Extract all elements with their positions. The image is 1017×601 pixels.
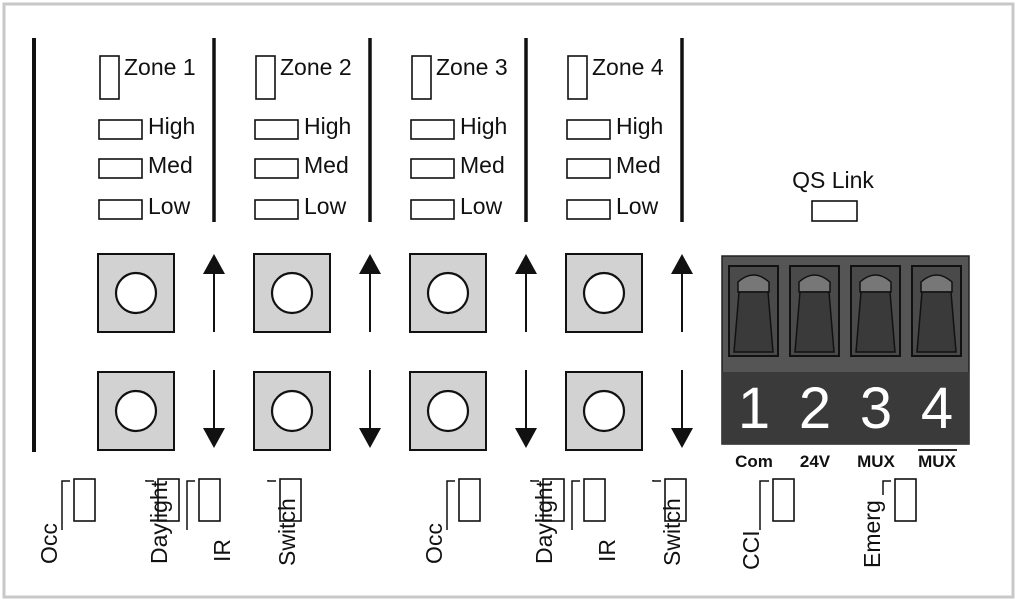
emerg-port: [894, 478, 917, 522]
sensor-label: Occ: [421, 523, 447, 564]
level-label: Low: [304, 193, 347, 219]
down-arrow-icon: [671, 428, 693, 448]
emerg-connector: Emerg: [859, 478, 917, 568]
zone-title: Zone 1: [124, 54, 196, 80]
sensor-label: Switch: [274, 498, 300, 566]
level-led: [98, 199, 143, 220]
level-label: Med: [460, 152, 505, 178]
terminal-base: [722, 372, 969, 444]
zone-indicator-led: [99, 55, 120, 100]
zone-indicator-led: [255, 55, 276, 100]
up-arrow-icon: [515, 254, 537, 274]
sensor-label: IR: [209, 539, 235, 562]
zone-indicator-led: [411, 55, 432, 100]
zone-indicator-led: [567, 55, 588, 100]
level-led: [254, 199, 299, 220]
emerg-label: Emerg: [859, 500, 885, 568]
terminal-labels: Com 24V MUX MUX: [735, 449, 957, 471]
terminal-label: 24V: [800, 452, 831, 471]
level-label: High: [460, 113, 507, 139]
level-label: Med: [148, 152, 193, 178]
terminal-screws: [728, 265, 962, 357]
level-label: Med: [304, 152, 349, 178]
zone-title: Zone 3: [436, 54, 508, 80]
level-label: High: [148, 113, 195, 139]
level-led: [98, 119, 143, 140]
level-led: [566, 119, 611, 140]
sensor-label: IR: [594, 539, 620, 562]
up-arrow-icon: [359, 254, 381, 274]
sensor-port: [198, 478, 221, 522]
sensor-label: Occ: [36, 523, 62, 564]
cci-label: CCI: [738, 530, 764, 570]
sensor-port: [542, 478, 565, 522]
zone-4-raise-button[interactable]: [565, 253, 643, 333]
down-arrow-icon: [359, 428, 381, 448]
level-label: Low: [148, 193, 191, 219]
sensor-port: [279, 478, 302, 522]
sensor-label: Daylight: [531, 480, 557, 564]
terminal-screw-1: [728, 265, 779, 357]
terminal-label: MUX: [857, 452, 895, 471]
level-led: [566, 158, 611, 179]
sensor-port: [73, 478, 96, 522]
terminal-number: 2: [799, 376, 831, 441]
level-label: High: [616, 113, 663, 139]
zone-1-raise-button[interactable]: [97, 253, 175, 333]
level-led: [254, 158, 299, 179]
sensor-port: [583, 478, 606, 522]
sensor-port: [157, 478, 180, 522]
sensor-label: Switch: [659, 498, 685, 566]
terminal-number: 1: [738, 376, 770, 441]
terminal-label: MUX: [918, 452, 956, 471]
zone-title: Zone 2: [280, 54, 352, 80]
level-led: [410, 119, 455, 140]
terminal-screw-4: [911, 265, 962, 357]
zone-title: Zone 4: [592, 54, 664, 80]
zone-3-lower-button[interactable]: [409, 371, 487, 451]
level-label: High: [304, 113, 351, 139]
sensor-port: [458, 478, 481, 522]
zone-2-raise-button[interactable]: [253, 253, 331, 333]
zone-4-lower-button[interactable]: [565, 371, 643, 451]
qs-link-label: QS Link: [792, 167, 874, 193]
terminal-number: 4: [921, 376, 953, 441]
down-arrow-icon: [203, 428, 225, 448]
cci-connector: CCI: [738, 478, 795, 570]
level-led: [566, 199, 611, 220]
level-led: [410, 158, 455, 179]
zone-2-lower-button[interactable]: [253, 371, 331, 451]
level-led: [410, 199, 455, 220]
up-arrow-icon: [203, 254, 225, 274]
terminal-number: 3: [860, 376, 892, 441]
terminal-screw-3: [850, 265, 901, 357]
level-label: Low: [460, 193, 503, 219]
terminal-label: Com: [735, 452, 773, 471]
up-arrow-icon: [671, 254, 693, 274]
level-led: [254, 119, 299, 140]
zone-1-lower-button[interactable]: [97, 371, 175, 451]
level-led: [98, 158, 143, 179]
level-label: Med: [616, 152, 661, 178]
sensor-label: Daylight: [146, 480, 172, 564]
qs-link-led: [811, 200, 858, 222]
cci-port: [772, 478, 795, 522]
down-arrow-icon: [515, 428, 537, 448]
terminal-screw-2: [789, 265, 840, 357]
zone-3-raise-button[interactable]: [409, 253, 487, 333]
sensor-port: [664, 478, 687, 522]
level-label: Low: [616, 193, 659, 219]
